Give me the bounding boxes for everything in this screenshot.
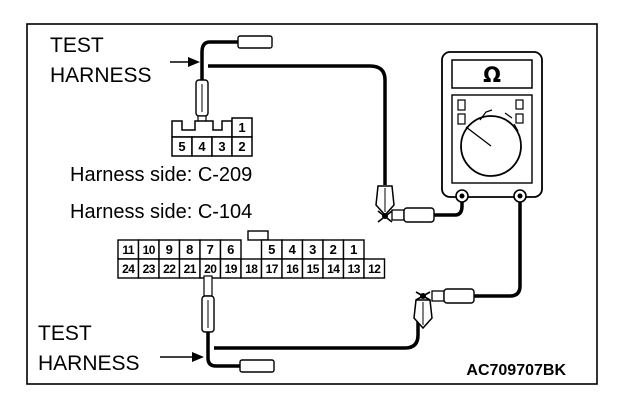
alligator-clip-upper [375,185,395,223]
connector-c209-pin-label: 2 [238,139,245,154]
connector-c104-bottom-pin-label: 23 [143,262,156,276]
connector-c104-bottom-pin-label: 19 [225,262,238,276]
connector-c104-bottom-pin-label: 18 [245,262,258,276]
connector-c104-top-pin-label: 11 [122,243,135,257]
reference-code: AC709707BK [466,362,566,379]
meter-probe-lower [431,288,475,304]
connector-c104-key [247,230,269,241]
meter-lead-lower [474,198,522,298]
test-harness-top-lead [200,40,238,80]
connector-c104-top-pin-label: 7 [207,242,214,257]
connector-c209-pin-label: 5 [178,139,185,154]
connector-c104-bottom-pin-label: 20 [204,262,217,276]
test-harness-bottom-label-line2: HARNESS [38,352,140,375]
connector-c104-bottom-pin-label: 21 [184,262,197,276]
connector-c209-pin-label: 4 [198,139,206,154]
connector-c104-top-pin-label: 1 [350,242,357,257]
meter-switch [515,99,524,110]
ohmmeter-icon: Ω [441,51,543,203]
connector-c104-top-pin-label: 6 [227,242,234,257]
diagram-frame [26,23,598,385]
connector-c104-top-pin-label: 5 [268,242,275,257]
meter-switch [457,99,466,111]
test-harness-top-label-line2: HARNESS [50,64,152,87]
connector-c104-bottom-cell [363,258,386,279]
connector-c104-top-pin-label: 10 [143,243,156,257]
harness-side-c104-label: Harness side: C-104 [70,201,252,223]
connector-c209-housing [171,120,233,138]
connector-c104-top-pin-label: 4 [289,242,297,257]
connector-c104-bottom-pin-label: 16 [286,262,299,276]
test-harness-bottom-plug [239,359,275,373]
connector-c104-bottom-pin-label: 17 [266,262,279,276]
connector-c209-pin-label: 1 [238,120,245,135]
meter-probe-upper [391,207,435,223]
test-harness-top-label-line1: TEST [50,34,104,57]
test-harness-bottom-probe [201,275,215,333]
connector-c104-bottom-pin-label: 12 [368,262,381,276]
connector-c104-top-pin-label: 2 [330,242,337,257]
test-harness-bottom-arrow [160,352,204,362]
connector-c104-top-pin-label: 9 [166,242,173,257]
meter-switch [457,113,466,125]
test-harness-bottom-lead [206,332,240,368]
ohm-symbol: Ω [483,63,501,87]
meter-switch [515,113,524,124]
test-harness-bottom-to-meter-wire [214,320,420,350]
connector-c209-pin-label: 3 [218,139,225,154]
test-harness-top-plug [237,35,273,49]
connector-c209: 1 5 4 3 2 [171,117,253,157]
connector-c104-bottom-pin-label: 14 [327,262,340,276]
alligator-clip-lower [413,291,433,330]
connector-c104-top-pin-label: 3 [309,242,316,257]
connector-c104-bottom-pin-label: 15 [307,262,320,276]
connector-c104-top-pin-label: 8 [186,242,193,257]
meter-dial-pointer [465,126,492,147]
test-harness-bottom-label-line1: TEST [38,322,92,345]
connector-c104-bottom-pin-label: 22 [163,262,176,276]
meter-lead-upper [434,198,464,217]
ohmmeter-display [451,59,533,89]
test-harness-top-to-meter-wire [208,64,387,185]
connector-c104-bottom-pin-label: 24 [122,262,135,276]
test-harness-top-arrow [170,57,200,67]
connector-c104-bottom-pin-label: 13 [348,262,361,276]
harness-side-c209-label: Harness side: C-209 [70,164,252,186]
